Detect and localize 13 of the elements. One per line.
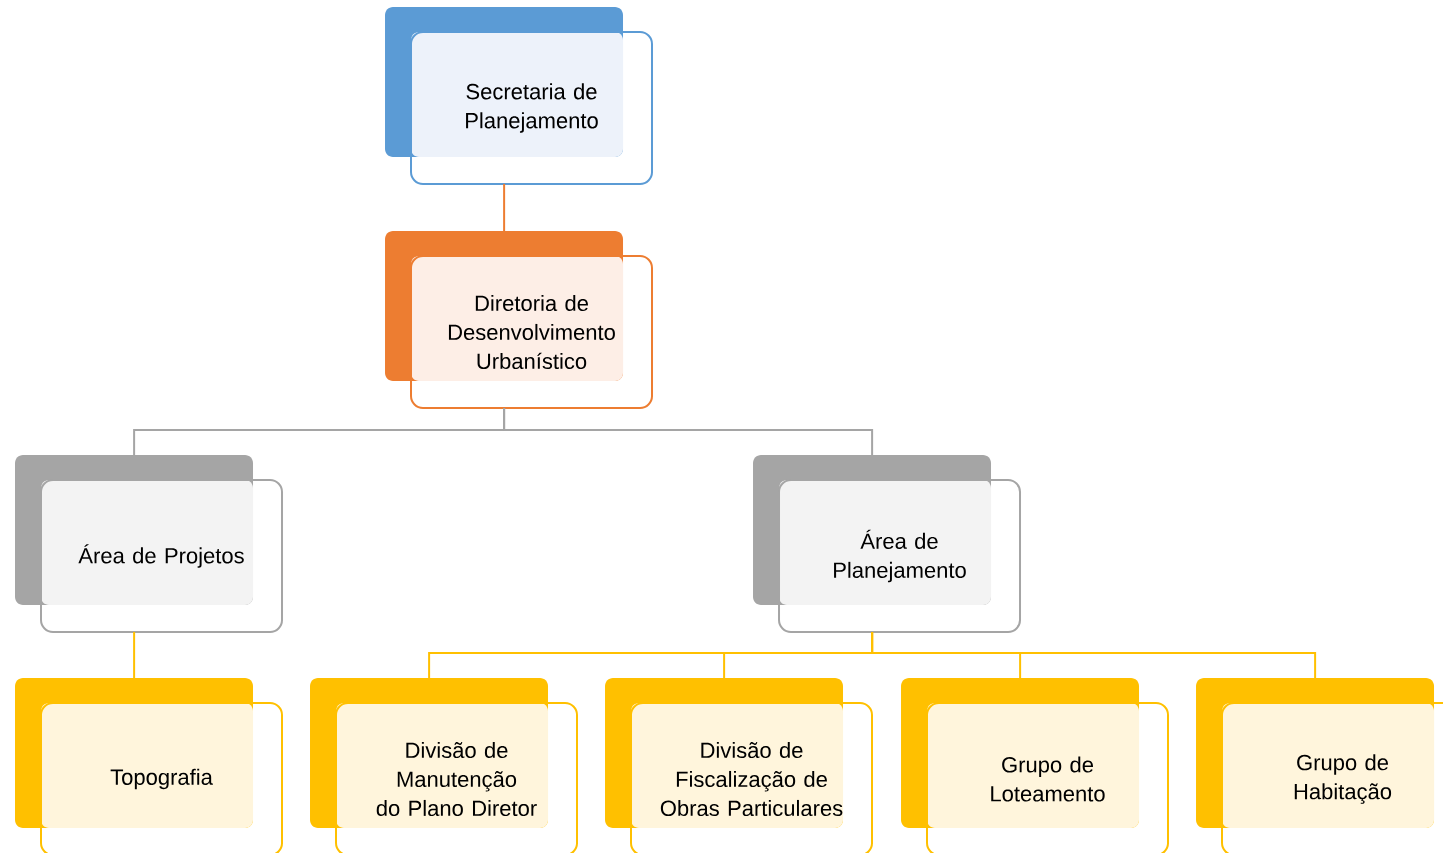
org-box: Secretaria de Planejamento [385,7,653,185]
org-box: Topografia [15,678,283,853]
connector-line [871,630,1317,680]
org-box: Grupo de Habitação [1196,678,1443,853]
org-box: Área de Planejamento [753,455,1021,633]
connector-line [503,182,506,233]
org-box: Grupo de Loteamento [901,678,1169,853]
org-box: Divisão de Fiscalização de Obras Particulares [605,678,873,853]
org-box: Divisão de Manutenção do Plano Diretor [310,678,578,853]
connector-line [503,406,874,457]
org-box: Área de Projetos [15,455,283,633]
org-box: Diretoria de Desenvolvimento Urbanístico [385,231,653,409]
connector-line [133,630,136,680]
